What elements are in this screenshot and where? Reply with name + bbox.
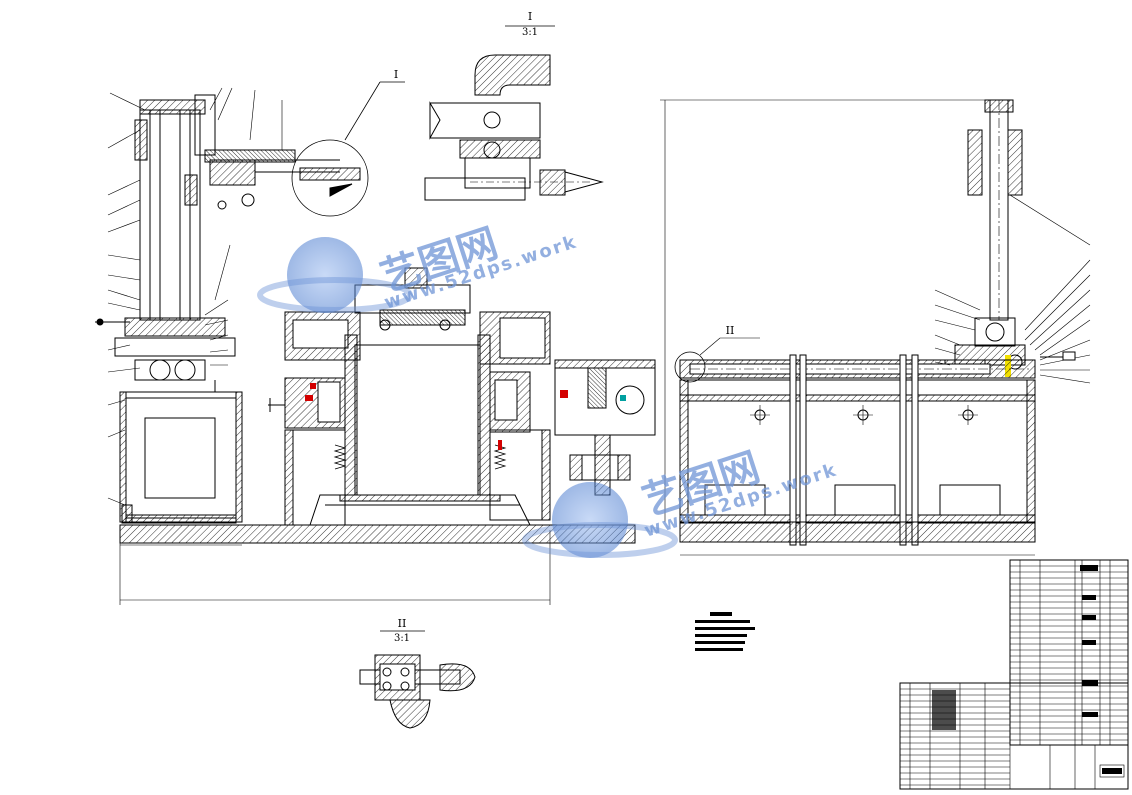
detail-two-view — [359, 630, 476, 729]
detail-one-roman-label: I — [527, 10, 533, 23]
parts-list-table — [1009, 559, 1129, 746]
detail-two-roman-label: II — [397, 617, 407, 630]
center-section-view — [268, 267, 551, 526]
right-side-view — [660, 99, 1091, 556]
detail-one-view — [424, 25, 604, 201]
callout-one-label: I — [393, 68, 399, 81]
callout-two-label: II — [725, 324, 735, 337]
left-front-view — [95, 81, 551, 605]
vertical-column — [139, 109, 201, 321]
detail-one-scale-label: 3:1 — [521, 27, 539, 38]
watermark-globe-bottom — [522, 482, 678, 558]
detail-two-scale-label: 3:1 — [393, 633, 411, 644]
title-block — [899, 682, 1129, 790]
technical-notes — [695, 612, 755, 651]
gearbox-view — [554, 359, 656, 496]
watermark-globe-top — [257, 237, 413, 313]
